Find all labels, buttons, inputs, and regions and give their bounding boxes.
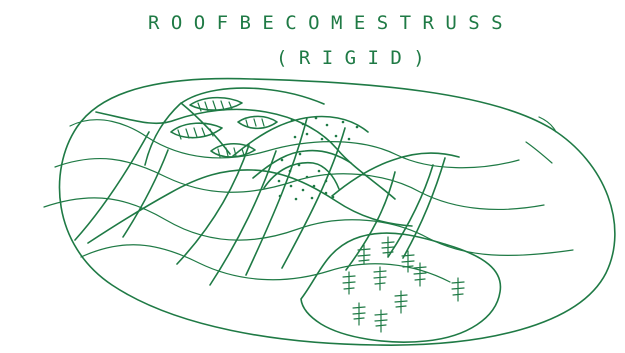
ground-band-3 <box>44 198 573 256</box>
truss-member-6 <box>282 128 345 268</box>
sketch-title-line-1: R O O F B E C O M E S T R U S S <box>148 12 503 34</box>
ground-band-4 <box>81 245 450 282</box>
skylight-3 <box>238 116 277 128</box>
sketch-title-line-2: ( R I G I D ) <box>276 47 425 69</box>
skylight-3-ticks <box>246 119 264 127</box>
truss-member-1 <box>75 132 149 240</box>
tree-symbols <box>343 237 464 332</box>
roof-plane-left-inner <box>181 103 230 154</box>
tree-patch-outline <box>301 233 500 342</box>
truss-member-5 <box>246 118 307 275</box>
truss-member-3 <box>177 145 249 264</box>
margin-marks <box>445 117 556 246</box>
